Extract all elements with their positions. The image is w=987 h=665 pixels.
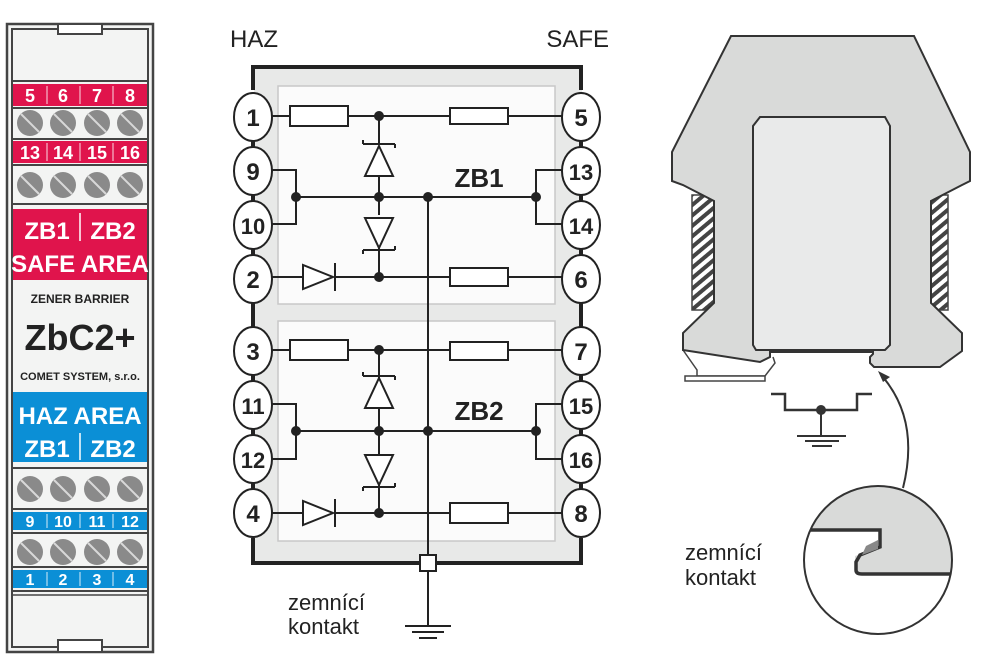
- terminal-number: 13: [20, 143, 40, 163]
- haz-terminal-circles: [233, 92, 273, 538]
- terminal-number: 6: [58, 86, 68, 106]
- terminal-number: 4: [126, 572, 135, 589]
- housing-ground-label-line1: zemnící: [685, 540, 762, 565]
- bottom-latch: [57, 639, 103, 653]
- magnified-ground-contact: [804, 486, 952, 634]
- terminal-number: 1: [26, 572, 35, 589]
- terminal-number: 11: [89, 514, 106, 531]
- strip-dividers: [46, 86, 114, 586]
- safe-area-label: SAFE AREA: [11, 251, 149, 278]
- haz-zone-label-zb2: ZB2: [90, 436, 135, 463]
- safe-terminal-number: 8: [574, 501, 587, 528]
- safe-terminal-number: 13: [569, 160, 593, 185]
- safe-terminal-number: 16: [569, 448, 593, 473]
- top-latch: [57, 23, 103, 35]
- safe-terminal-number: 6: [574, 267, 587, 294]
- haz-terminal-number: 9: [246, 159, 259, 186]
- haz-terminal-number: 2: [246, 267, 259, 294]
- terminal-number: 8: [125, 86, 135, 106]
- ground-icon: [797, 435, 846, 447]
- terminal-number: 15: [87, 143, 107, 163]
- schematic: [233, 65, 601, 639]
- haz-side-label: HAZ: [230, 26, 278, 53]
- product-name: ZbC2+: [24, 317, 135, 358]
- terminal-number: 14: [53, 143, 73, 163]
- arrow-curve: [881, 375, 910, 489]
- terminal-number: 5: [25, 86, 35, 106]
- housing-ground-label-line2: kontakt: [685, 565, 756, 590]
- arrow-head-icon: [878, 371, 890, 382]
- ground-contact-node: [419, 554, 437, 572]
- housing-side-view: [671, 35, 971, 635]
- haz-terminal-number: 1: [246, 105, 259, 132]
- safe-zone-label-zb1: ZB1: [24, 218, 69, 245]
- block-label-zb1: ZB1: [454, 163, 503, 193]
- terminal-number: 2: [59, 572, 68, 589]
- safe-terminal-number: 15: [569, 394, 593, 419]
- safe-terminal-number: 14: [569, 214, 594, 239]
- haz-terminal-number: 3: [246, 339, 259, 366]
- terminal-number: 9: [26, 514, 35, 531]
- terminal-number: 3: [93, 572, 102, 589]
- haz-area-label: HAZ AREA: [18, 403, 141, 430]
- safe-terminal-circles: [561, 92, 601, 538]
- terminal-number: 7: [92, 86, 102, 106]
- haz-terminal-number: 12: [241, 448, 265, 473]
- housing-front-panel: [752, 116, 891, 351]
- schematic-ground-label-line1: zemnící: [288, 590, 365, 615]
- block-label-zb2: ZB2: [454, 396, 503, 426]
- product-type: ZENER BARRIER: [31, 292, 130, 306]
- manufacturer: COMET SYSTEM, s.r.o.: [20, 371, 140, 383]
- ground-icon: [405, 625, 451, 639]
- vent-left: [691, 194, 715, 311]
- haz-terminal-number: 4: [246, 501, 260, 528]
- terminal-number: 10: [54, 514, 72, 531]
- haz-terminal-number: 11: [241, 394, 264, 419]
- haz-zone-label-zb1: ZB1: [24, 436, 69, 463]
- safe-terminal-number: 5: [574, 105, 587, 132]
- terminal-number: 12: [121, 514, 139, 531]
- schematic-ground-label-line2: kontakt: [288, 614, 359, 639]
- safe-terminal-number: 7: [574, 339, 587, 366]
- terminal-number: 16: [120, 143, 140, 163]
- safe-side-label: SAFE: [546, 26, 609, 53]
- safe-zone-label-zb2: ZB2: [90, 218, 135, 245]
- haz-terminal-number: 10: [241, 214, 265, 239]
